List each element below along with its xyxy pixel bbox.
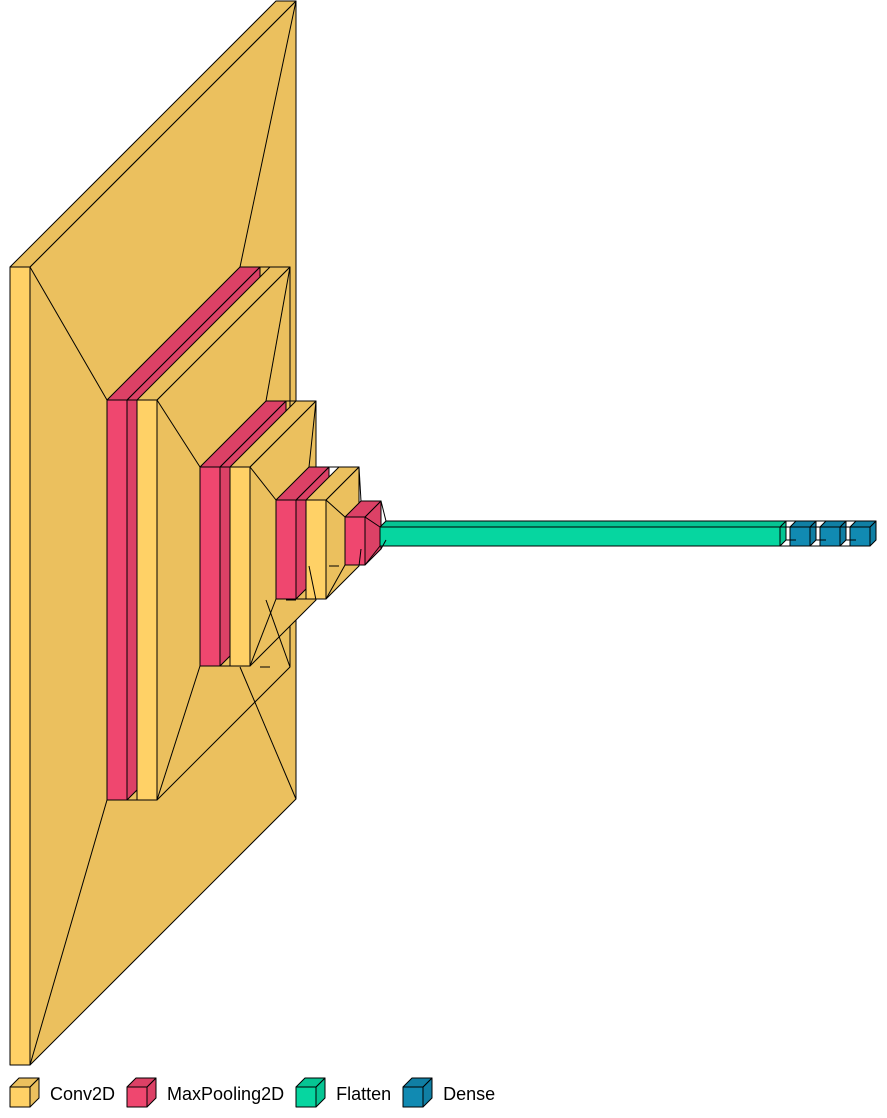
layer-8-maxpool-box	[344, 500, 382, 566]
legend: Conv2D MaxPooling2D Flatten Dense	[8, 1074, 505, 1114]
connector-8-top	[364, 516, 381, 528]
layer-9-front-face	[379, 526, 781, 547]
legend-label-flatten: Flatten	[336, 1083, 392, 1104]
legend-label-dense: Dense	[443, 1083, 496, 1104]
legend-item-dense: Dense	[401, 1077, 495, 1111]
layer-12-front-face	[849, 526, 871, 547]
layer-11-front-face	[819, 526, 841, 547]
connector-1-back-bottom	[239, 666, 297, 800]
layer-9-flatten-box	[379, 520, 787, 547]
connector-5-back-top	[308, 400, 317, 468]
legend-item-maxpooling2d: MaxPooling2D	[125, 1077, 284, 1111]
layer-4-front-face	[199, 466, 221, 667]
conv2d-cube-icon	[9, 1077, 40, 1108]
legend-item-flatten: Flatten	[294, 1077, 391, 1111]
layer-12-dense-box	[849, 520, 877, 547]
connector-7-bottom	[325, 564, 346, 600]
connector-3-top	[156, 399, 201, 468]
flatten-cube-icon	[295, 1077, 326, 1108]
connector-3-back-bottom	[265, 599, 291, 668]
layer-1-front-face	[9, 266, 31, 1066]
legend-label-conv2d: Conv2D	[50, 1083, 116, 1104]
connector-7-back-bottom	[358, 548, 362, 567]
layer-9-top-face	[379, 520, 787, 528]
connector-8-bottom	[364, 545, 381, 566]
layer-10-dense-box	[789, 520, 817, 547]
connector-7-back-top	[358, 466, 362, 502]
connector-8-back-bottom	[380, 539, 387, 550]
layer-connectors	[29, 0, 856, 1066]
layer-3-front-face	[136, 399, 158, 801]
connector-5-top	[249, 466, 277, 501]
connector-5-bottom	[249, 598, 277, 667]
dense-cube-icon	[402, 1077, 433, 1108]
layer-boxes	[9, 0, 877, 1066]
connector-1-bottom	[29, 799, 108, 1066]
connector-3-bottom	[156, 665, 201, 801]
legend-label-maxpooling2d: MaxPooling2D	[167, 1083, 285, 1104]
layer-7-front-face	[305, 499, 327, 600]
connector-1-back-top	[239, 0, 297, 268]
connector-7-top	[325, 499, 346, 518]
connector-5-back-bottom	[308, 565, 317, 601]
layer-11-dense-box	[819, 520, 847, 547]
layer-8-front-face	[344, 516, 366, 566]
connector-8-back-top	[380, 500, 387, 522]
layer-10-front-face	[789, 526, 811, 547]
layer-6-front-face	[275, 499, 297, 600]
connector-3-back-top	[265, 266, 291, 402]
layer-2-front-face	[106, 399, 128, 801]
maxpooling2d-cube-icon	[126, 1077, 157, 1108]
connector-1-top	[29, 266, 108, 401]
layer-5-front-face	[229, 466, 251, 667]
legend-item-conv2d: Conv2D	[8, 1077, 115, 1111]
